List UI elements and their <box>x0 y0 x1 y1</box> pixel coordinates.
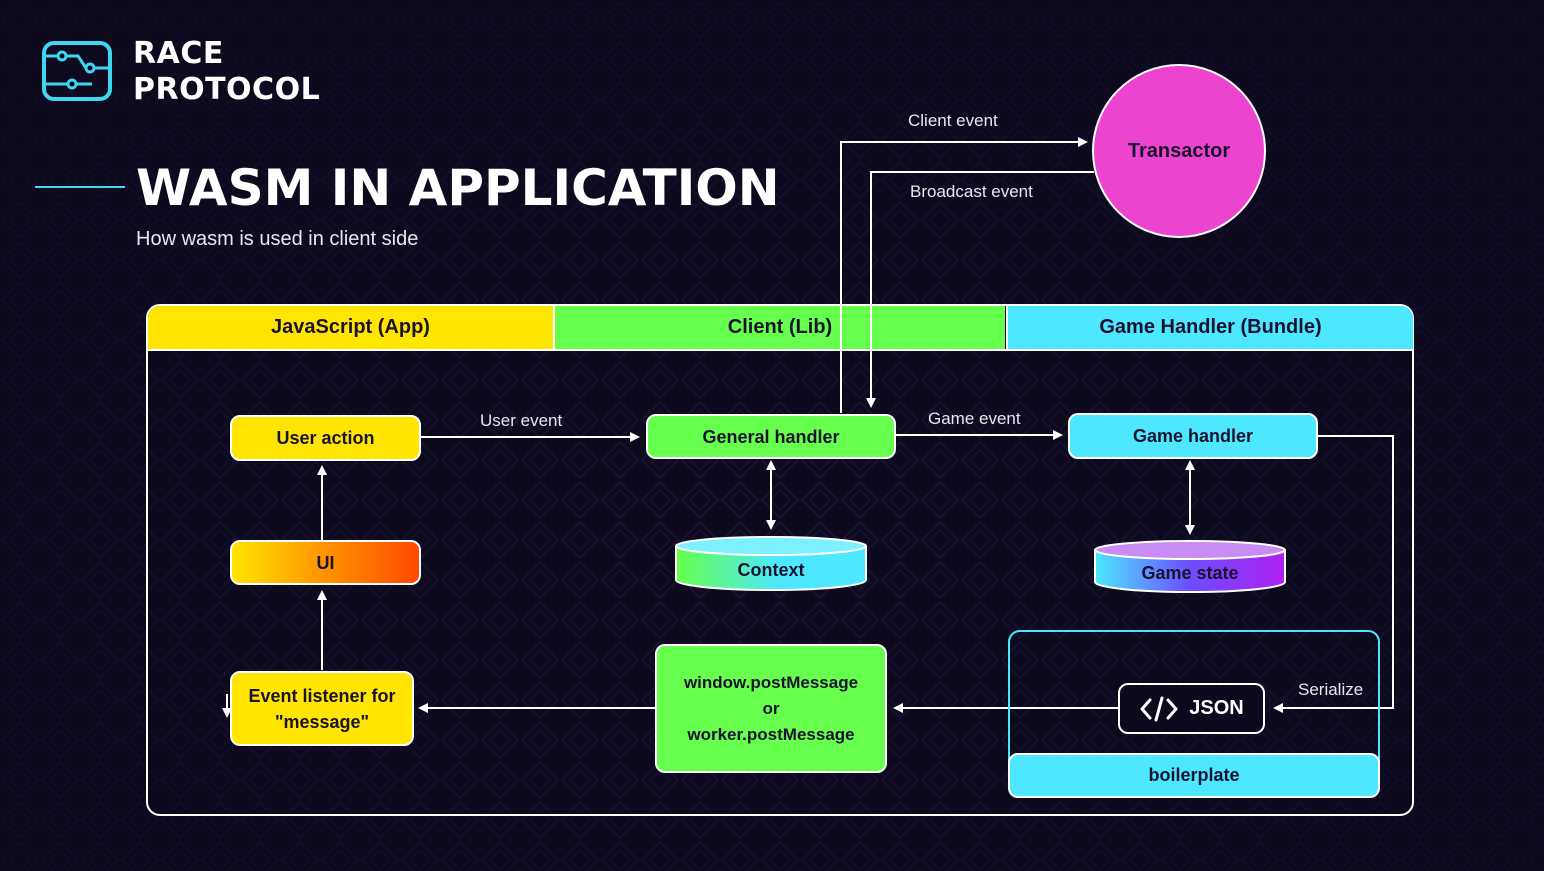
lane-separator <box>1006 306 1008 350</box>
lane-separator <box>553 306 555 350</box>
page-title: WASM IN APPLICATION <box>136 159 780 217</box>
game-event-label: Game event <box>928 409 1021 428</box>
lane-header-divider <box>148 349 1413 351</box>
game-state-cylinder <box>1094 540 1286 593</box>
race-protocol-logo-icon <box>42 41 112 101</box>
json-label: JSON <box>1189 697 1244 719</box>
general-handler-node: General handler <box>646 414 896 459</box>
code-icon <box>1140 696 1178 721</box>
event-listener-label-line-2: "message" <box>274 711 370 732</box>
event-listener-label-line-1: Event listener for <box>248 685 396 706</box>
lane-header-game-handler: Game Handler (Bundle) <box>1008 306 1413 349</box>
ui-label: UI <box>316 552 335 573</box>
user-event-label: User event <box>480 411 563 430</box>
post-message-label-line-2: or <box>762 698 780 718</box>
post-message-label-line-3: worker.postMessage <box>687 724 855 744</box>
ui-node: UI <box>230 540 421 585</box>
post-message-label-line-1: window.postMessage <box>683 672 859 692</box>
context-cylinder <box>675 536 867 591</box>
general-handler-label: General handler <box>702 426 840 447</box>
boilerplate-label: boilerplate <box>1148 765 1240 785</box>
context-label: Context <box>737 560 805 580</box>
transactor-node: Transactor <box>1092 64 1266 238</box>
brand-line-2: PROTOCOL <box>133 72 321 107</box>
event-listener-node: Event listener for "message" <box>230 671 414 746</box>
broadcast-event-label: Broadcast event <box>910 182 1033 201</box>
game-state-label: Game state <box>1141 563 1239 583</box>
transactor-label: Transactor <box>1127 139 1231 162</box>
game-handler-node: Game handler <box>1068 413 1318 459</box>
lane-header-javascript: JavaScript (App) <box>148 306 553 349</box>
post-message-node: window.postMessage or worker.postMessage <box>655 644 887 773</box>
client-event-label: Client event <box>908 111 998 130</box>
user-action-node: User action <box>230 415 421 461</box>
brand-line-1: RACE <box>133 36 224 71</box>
boilerplate-node: boilerplate <box>1008 753 1380 798</box>
page-subtitle: How wasm is used in client side <box>136 228 419 250</box>
game-handler-label: Game handler <box>1132 426 1254 446</box>
brand-name: RACE PROTOCOL <box>133 36 320 108</box>
diagram-frame <box>146 304 1414 816</box>
serialize-label: Serialize <box>1298 680 1364 699</box>
json-node: JSON <box>1118 683 1265 734</box>
user-action-label: User action <box>276 428 375 448</box>
title-accent-line <box>35 186 125 188</box>
lane-header-client: Client (Lib) <box>555 306 1005 349</box>
